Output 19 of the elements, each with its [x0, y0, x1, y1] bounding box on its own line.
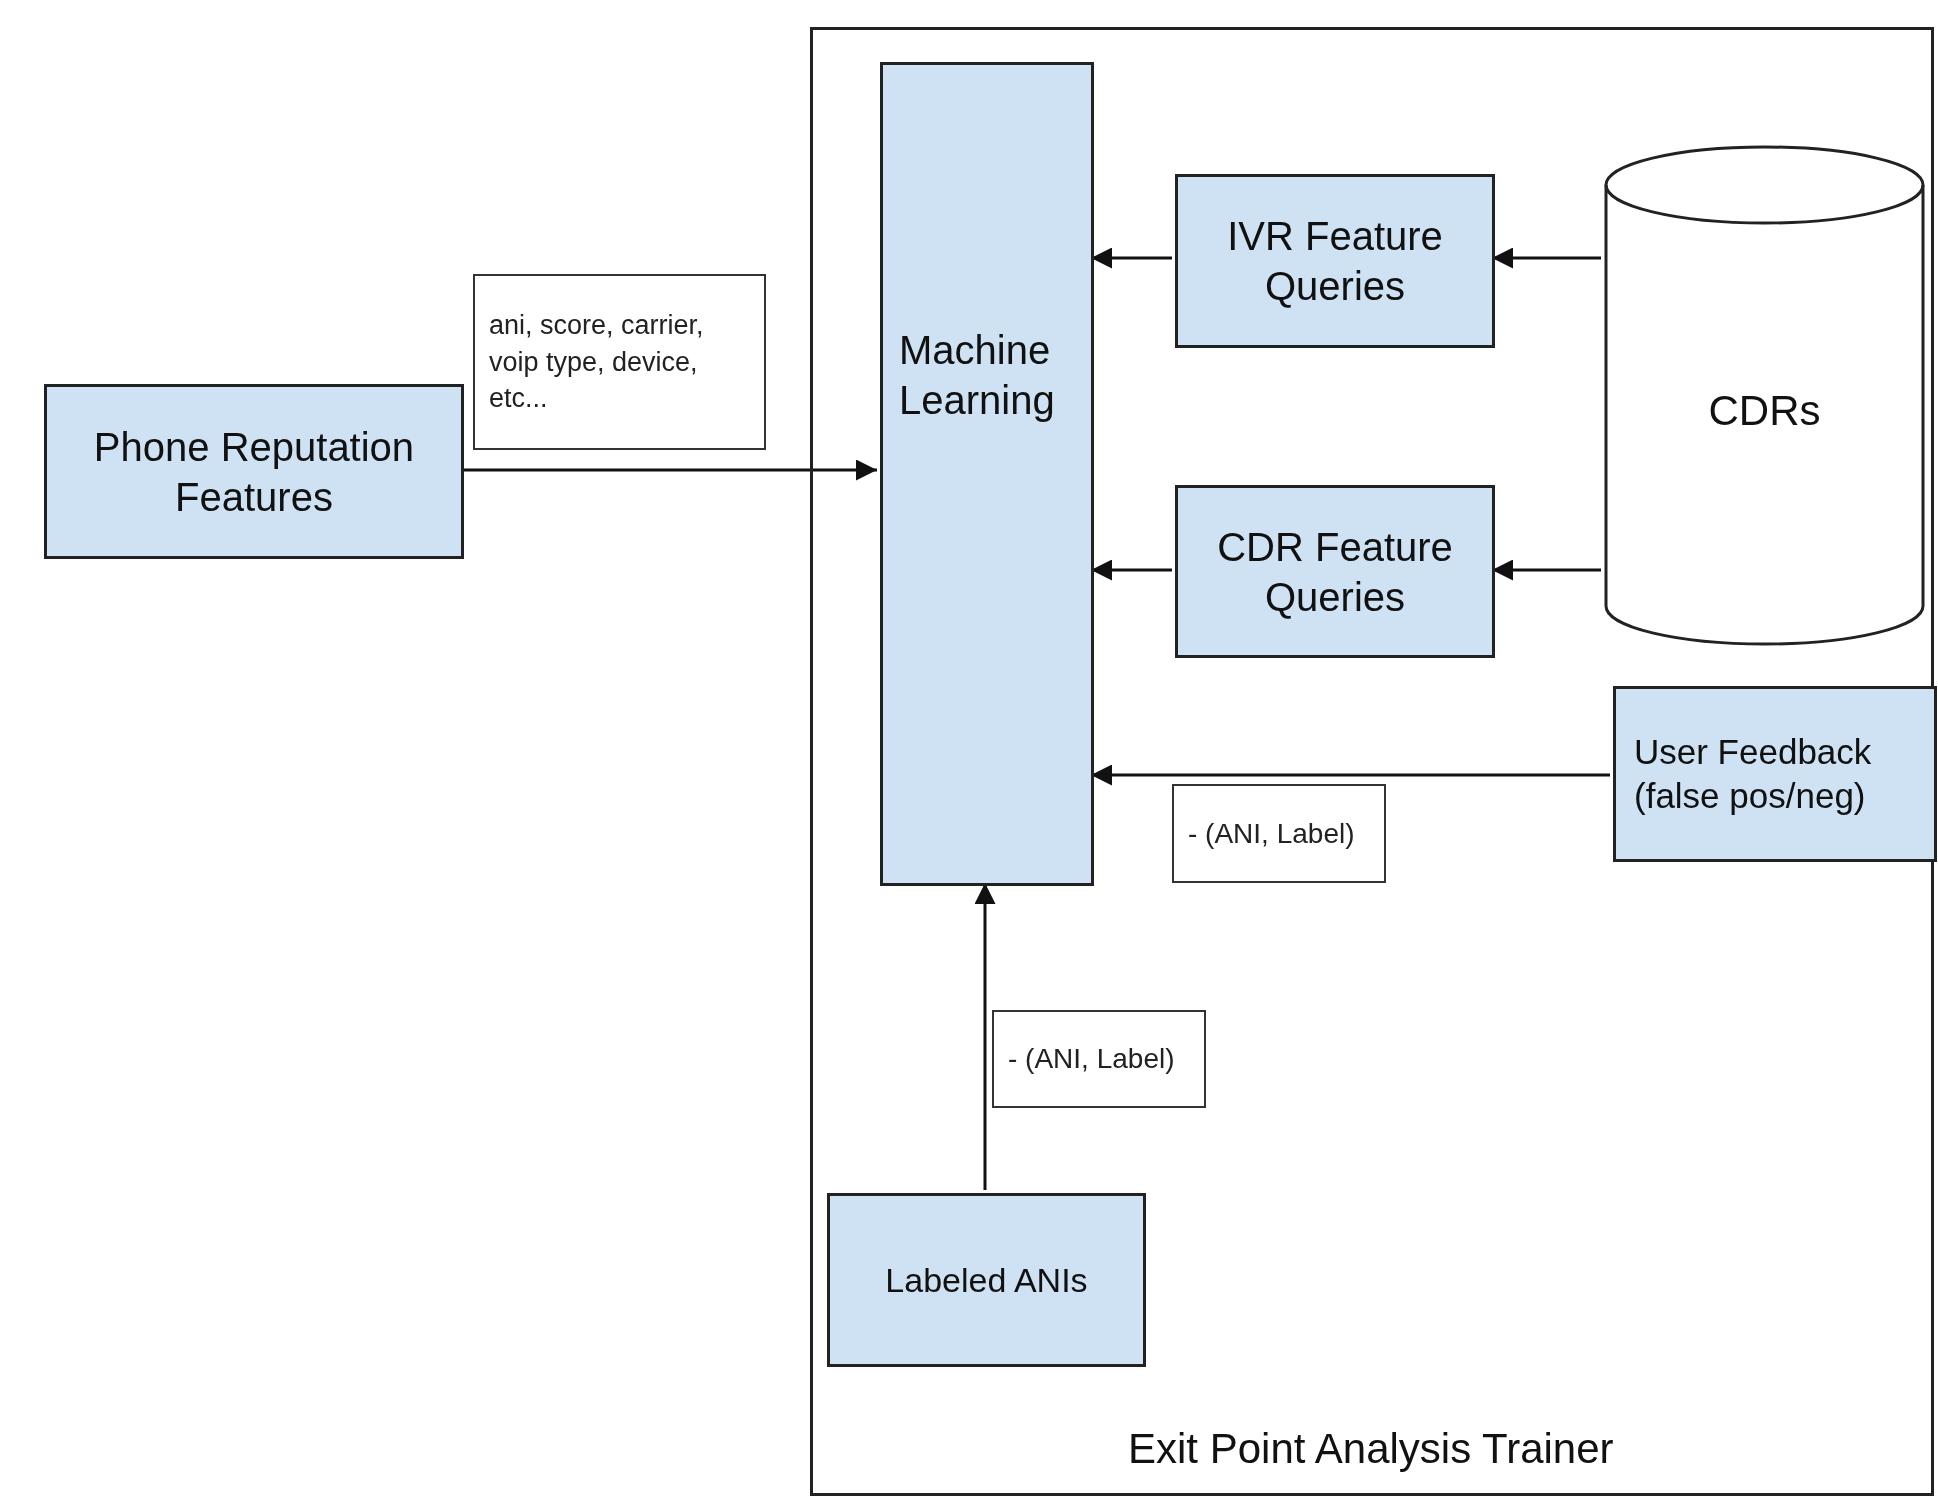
node-label: Phone Reputation Features — [92, 423, 416, 521]
node-label: CDRs — [1708, 386, 1821, 437]
node-label: IVR Feature Queries — [1226, 213, 1444, 310]
process-box — [1175, 174, 1495, 348]
edge-label: - (ANI, Label) — [1172, 784, 1386, 883]
process-box — [880, 62, 1094, 886]
process-box — [44, 384, 464, 559]
edge-label: ani, score, carrier, voip type, device, etc... — [473, 274, 766, 450]
system-frame — [810, 27, 1934, 1496]
process-box — [1613, 686, 1937, 862]
edge-label: - (ANI, Label) — [992, 1010, 1206, 1108]
process-box — [827, 1193, 1146, 1367]
node-label: Labeled ANIs — [885, 1259, 1088, 1301]
frame-title: Exit Point Analysis Trainer — [1128, 1423, 1614, 1474]
process-box — [1175, 485, 1495, 658]
node-label: Machine Learning — [899, 327, 1056, 424]
node-label: CDR Feature Queries — [1216, 523, 1454, 621]
node-label: User Feedback (false pos/neg) — [1634, 731, 1873, 817]
arrow — [464, 459, 877, 481]
